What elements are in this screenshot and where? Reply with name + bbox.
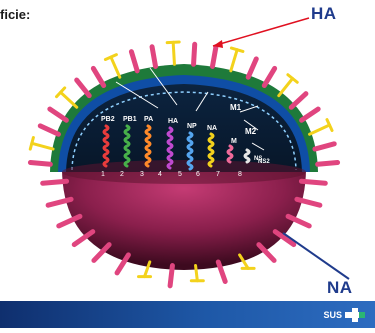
label-m1: M1 bbox=[230, 103, 242, 112]
segment-number-1: 1 bbox=[101, 171, 105, 178]
na-spike bbox=[264, 68, 274, 85]
segment-label-pa: PA bbox=[144, 116, 153, 123]
na-spike bbox=[194, 44, 195, 64]
na-spike bbox=[43, 181, 67, 183]
segment-label-ha: HA bbox=[168, 118, 178, 125]
na-spike bbox=[315, 144, 334, 149]
na-spike bbox=[318, 163, 338, 165]
na-spike bbox=[212, 47, 215, 67]
label-m2: M2 bbox=[245, 127, 257, 136]
rna-segment-6 bbox=[209, 134, 213, 166]
na-spike bbox=[301, 181, 325, 183]
na-spike bbox=[77, 80, 90, 96]
na-spike bbox=[170, 266, 172, 286]
ha-spike bbox=[105, 55, 119, 78]
segment-number-8: 8 bbox=[238, 171, 242, 178]
na-spike bbox=[50, 109, 67, 120]
na-spike bbox=[30, 163, 50, 165]
ha-callout-line bbox=[213, 18, 309, 46]
segment-label-m: M bbox=[231, 138, 237, 145]
ha-spike bbox=[310, 120, 332, 135]
na-spike bbox=[93, 68, 103, 85]
na-spike bbox=[152, 47, 155, 67]
segment-label-na: NA bbox=[207, 125, 217, 132]
ha-spike bbox=[30, 138, 53, 150]
na-callout-line bbox=[283, 233, 349, 279]
segment-number-5: 5 bbox=[178, 171, 182, 178]
ha-spike bbox=[167, 42, 179, 64]
label-ns2: NS2 bbox=[258, 159, 270, 165]
callout-na-label: NA bbox=[327, 278, 353, 298]
na-spike bbox=[291, 94, 306, 108]
segment-number-6: 6 bbox=[196, 171, 200, 178]
footer-bar: SUS bbox=[0, 301, 375, 328]
segment-number-2: 2 bbox=[120, 171, 124, 178]
na-spike bbox=[40, 126, 58, 134]
segment-label-np: NP bbox=[187, 123, 197, 130]
callout-ha-label: HA bbox=[311, 4, 337, 24]
sus-logo-text: SUS bbox=[323, 310, 342, 320]
segment-number-3: 3 bbox=[140, 171, 144, 178]
na-spike bbox=[302, 109, 319, 120]
na-spike bbox=[131, 52, 137, 71]
sus-cross-icon bbox=[345, 308, 365, 322]
segment-number-7: 7 bbox=[216, 171, 220, 178]
segment-label-pb2: PB2 bbox=[101, 116, 115, 123]
ha-spike bbox=[57, 88, 77, 107]
segment-label-pb1: PB1 bbox=[123, 116, 137, 123]
sus-logo: SUS bbox=[323, 307, 365, 323]
ha-spike bbox=[279, 75, 297, 96]
heading-fragment: ficie: bbox=[0, 7, 30, 22]
ha-spike bbox=[231, 48, 243, 71]
segment-number-4: 4 bbox=[158, 171, 162, 178]
na-spike bbox=[248, 59, 256, 77]
